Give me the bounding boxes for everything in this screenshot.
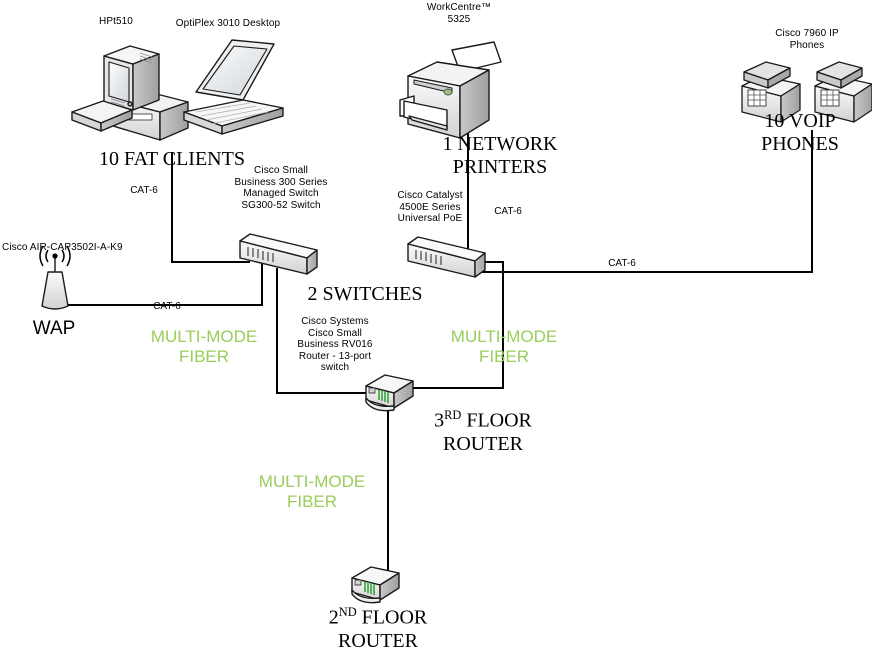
link-clients-switchleft: [171, 152, 250, 263]
router-icon: [351, 566, 400, 604]
router3-line5: switch: [320, 362, 350, 373]
router2-floor-word: FLOOR: [356, 606, 428, 629]
thin-client-model-label: HPt510: [99, 16, 133, 27]
switch-left-model-label: Cisco Small Business 300 Series Managed …: [234, 165, 327, 211]
switch-right-line3: Universal PoE: [397, 213, 463, 224]
fiber-right-line1: MULTI-MODE: [450, 327, 558, 346]
phone-model-line2: Phones: [789, 39, 825, 51]
fiber-bottom-line2: FIBER: [286, 492, 338, 512]
router3-line4: Router - 13-port: [298, 350, 372, 362]
network-printers-group-label: 1 NETWORK PRINTERS: [443, 133, 558, 179]
link-switchright-phones: [470, 130, 813, 273]
printers-label-line2: PRINTERS: [452, 156, 548, 178]
network-switch-icon: [407, 236, 486, 278]
link-label-printer-cat6: CAT-6: [494, 206, 522, 217]
link-label-fiber-routers: MULTI-MODE FIBER: [259, 472, 365, 513]
router2-label-line1: 2ND FLOOR: [329, 605, 427, 630]
ip-phone-icon: [741, 61, 801, 123]
second-floor-router-label: 2ND FLOOR ROUTER: [329, 605, 427, 653]
desktop-computer-icon: [71, 45, 189, 141]
fiber-bottom-line1: MULTI-MODE: [258, 472, 366, 491]
link-switchright-router3: [403, 261, 504, 389]
wireless-access-point-icon: [39, 245, 71, 310]
voip-label-line2: PHONES: [761, 133, 839, 155]
link-label-fiber-switchright: MULTI-MODE FIBER: [451, 327, 557, 368]
switch-right-line2: 4500E Series: [399, 201, 461, 213]
router2-ordinal-suffix: ND: [338, 605, 357, 619]
voip-label-line1: 10 VOIP: [764, 110, 836, 132]
printer-model-line2: 5325: [447, 13, 471, 25]
fat-clients-group-label: 10 FAT CLIENTS: [99, 148, 245, 170]
fiber-left-line1: MULTI-MODE: [150, 327, 258, 346]
switch-left-line2: Business 300 Series: [234, 176, 328, 188]
router-icon: [365, 374, 414, 412]
fiber-left-line2: FIBER: [178, 347, 230, 367]
router3-floor-word: FLOOR: [461, 409, 532, 432]
switch-left-line3: Managed Switch: [243, 188, 319, 199]
desktop-model-label: OptiPlex 3010 Desktop: [175, 18, 281, 29]
link-label-clients-cat6: CAT-6: [130, 185, 158, 196]
printers-label-line1: 1 NETWORK: [442, 133, 558, 155]
printer-model-line1: WorkCentre™: [426, 2, 492, 13]
link-label-phones-cat6: CAT-6: [608, 258, 636, 269]
router2-label-line2: ROUTER: [337, 629, 418, 652]
network-switch-icon: [239, 233, 318, 275]
link-switchleft-router3: [276, 268, 372, 394]
fiber-right-line2: FIBER: [478, 347, 530, 367]
link-wap-switchleft: [55, 255, 263, 306]
switches-group-label: 2 SWITCHES: [307, 283, 423, 305]
router3-ordinal-suffix: RD: [444, 408, 462, 422]
switch-right-line1: Cisco Catalyst: [397, 190, 463, 201]
router3-line1: Cisco Systems: [301, 316, 369, 327]
router-third-model-label: Cisco Systems Cisco Small Business RV016…: [297, 316, 372, 374]
router3-label-line2: ROUTER: [442, 432, 523, 455]
switch-left-line1: Cisco Small: [254, 165, 308, 176]
phone-model-line1: Cisco 7960 IP: [775, 28, 839, 39]
ip-phone-model-label: Cisco 7960 IP Phones: [775, 28, 839, 51]
link-label-wap-cat6: CAT-6: [153, 301, 181, 312]
router3-line3: Business RV016: [297, 339, 373, 350]
voip-phones-group-label: 10 VOIP PHONES: [761, 110, 839, 156]
switch-right-model-label: Cisco Catalyst 4500E Series Universal Po…: [397, 190, 462, 225]
printer-model-label: WorkCentre™ 5325: [427, 2, 491, 25]
router3-ordinal: 3: [434, 409, 445, 432]
router3-label-line1: 3RD FLOOR: [434, 408, 532, 433]
printer-icon: [399, 41, 502, 139]
ip-phone-icon: [814, 61, 872, 123]
switch-left-line4: SG300-52 Switch: [241, 199, 321, 211]
router2-ordinal: 2: [328, 606, 339, 629]
router3-line2: Cisco Small: [308, 327, 362, 339]
laptop-computer-icon: [183, 39, 284, 135]
link-label-fiber-switchleft: MULTI-MODE FIBER: [151, 327, 257, 368]
third-floor-router-label: 3RD FLOOR ROUTER: [434, 408, 532, 456]
wap-label: WAP: [32, 318, 76, 339]
wap-model-label: Cisco AIR-CAP3502I-A-K9: [2, 242, 123, 253]
